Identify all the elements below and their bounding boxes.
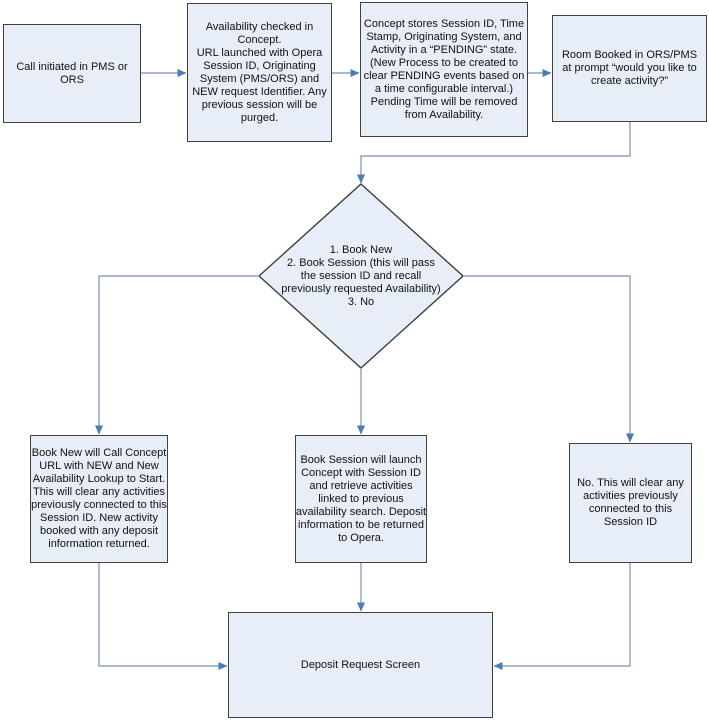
node-book-new-outcome: Book New will Call Concept URL with NEW … [30, 435, 168, 563]
node-book-session-outcome: Book Session will launch Concept with Se… [295, 435, 427, 563]
connector-book-new-to-deposit [98, 563, 228, 671]
node-room-booked: Room Booked in ORS/PMS at prompt “would … [552, 15, 707, 122]
node-availability-checked: Availability checked in Concept. URL lau… [187, 3, 332, 142]
node-no-outcome: No. This will clear any activities previ… [569, 443, 692, 563]
node-deposit-request-screen: Deposit Request Screen [228, 612, 493, 718]
decision-options-label: 1. Book New 2. Book Session (this will p… [281, 243, 441, 308]
node-concept-stores-pending: Concept stores Session ID, Time Stamp, O… [360, 2, 528, 137]
node-call-initiated: Call initiated in PMS or ORS [3, 24, 141, 123]
connector-decision-to-book-new [94, 275, 259, 435]
connector-no-to-deposit [493, 563, 631, 671]
connector-decision-to-no [463, 275, 635, 443]
connector-room-booked-to-decision [356, 122, 631, 184]
